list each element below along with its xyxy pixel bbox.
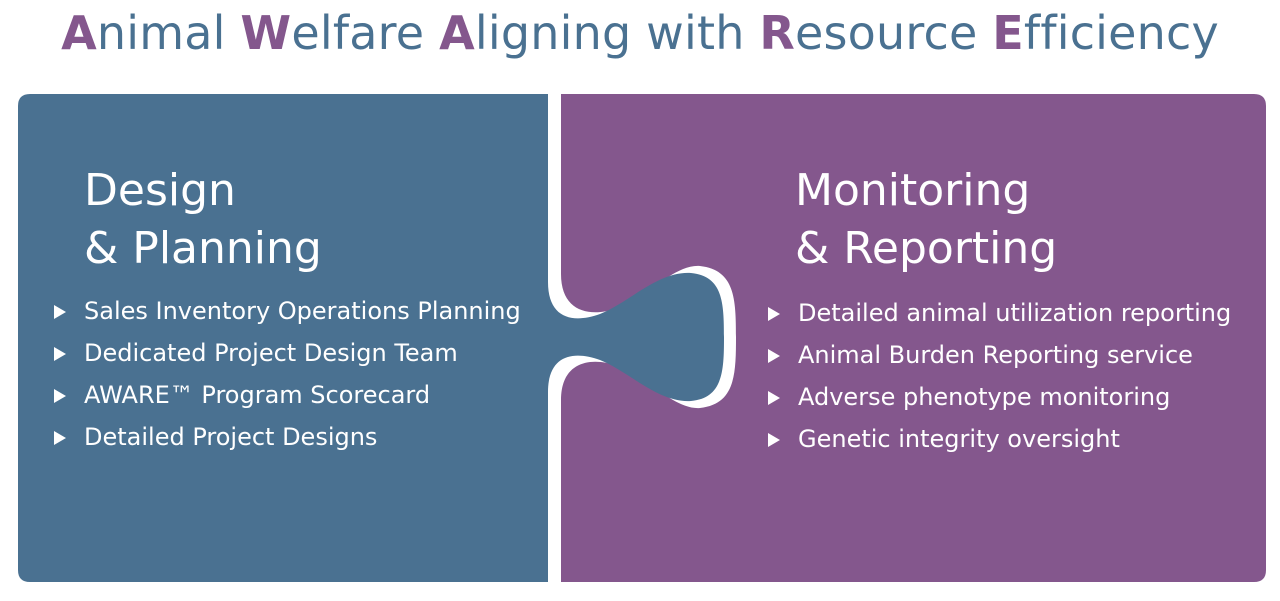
title-letter-e: E — [992, 6, 1024, 60]
list-item: Detailed Project Designs — [54, 416, 521, 458]
list-item-text: Animal Burden Reporting service — [798, 341, 1193, 369]
title-text-fficiency: fficiency — [1023, 6, 1219, 60]
list-item-text: Detailed Project Designs — [84, 423, 378, 451]
list-item-text: Genetic integrity oversight — [798, 425, 1120, 453]
list-item-text: Detailed animal utilization reporting — [798, 299, 1232, 327]
triangle-bullet-icon — [768, 433, 780, 447]
list-item: Genetic integrity oversight — [768, 418, 1231, 460]
list-item-text: Adverse phenotype monitoring — [798, 383, 1171, 411]
triangle-bullet-icon — [54, 389, 66, 403]
title-text-esource: esource — [795, 6, 993, 60]
triangle-bullet-icon — [54, 305, 66, 319]
triangle-bullet-icon — [768, 349, 780, 363]
triangle-bullet-icon — [54, 431, 66, 445]
title-text-ligning: ligning with — [474, 6, 760, 60]
design-planning-heading: Design & Planning — [84, 162, 322, 278]
list-item: AWARE™ Program Scorecard — [54, 374, 521, 416]
heading-line-2: & Planning — [84, 223, 322, 274]
title-text-nimal: nimal — [96, 6, 241, 60]
triangle-bullet-icon — [768, 391, 780, 405]
title-letter-w: W — [240, 6, 292, 60]
monitoring-reporting-heading: Monitoring & Reporting — [795, 162, 1057, 278]
title-letter-r: R — [759, 6, 796, 60]
title-letter-a1: A — [61, 6, 97, 60]
list-item: Sales Inventory Operations Planning — [54, 290, 521, 332]
page-title: Animal Welfare Aligning with Resource Ef… — [0, 6, 1280, 60]
list-item: Adverse phenotype monitoring — [768, 376, 1231, 418]
design-planning-list: Sales Inventory Operations Planning Dedi… — [54, 290, 521, 458]
list-item: Dedicated Project Design Team — [54, 332, 521, 374]
list-item-text: AWARE™ Program Scorecard — [84, 381, 431, 409]
blue-puzzle-piece — [18, 94, 724, 582]
triangle-bullet-icon — [54, 347, 66, 361]
list-item-text: Sales Inventory Operations Planning — [84, 297, 521, 325]
triangle-bullet-icon — [768, 307, 780, 321]
list-item-text: Dedicated Project Design Team — [84, 339, 458, 367]
list-item: Animal Burden Reporting service — [768, 334, 1231, 376]
title-letter-a2: A — [439, 6, 475, 60]
heading-line-1: Design — [84, 165, 236, 216]
monitoring-reporting-list: Detailed animal utilization reporting An… — [768, 292, 1231, 460]
title-text-elfare: elfare — [291, 6, 440, 60]
heading-line-1: Monitoring — [795, 165, 1031, 216]
heading-line-2: & Reporting — [795, 223, 1058, 274]
purple-puzzle-piece — [561, 94, 1266, 582]
list-item: Detailed animal utilization reporting — [768, 292, 1231, 334]
